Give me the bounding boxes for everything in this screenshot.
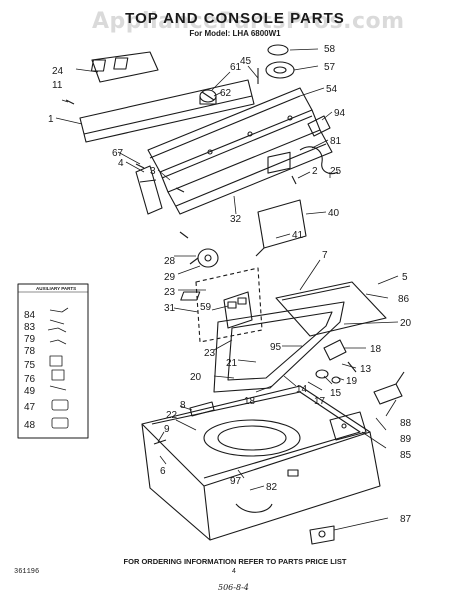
callout-8: 8 xyxy=(180,400,186,411)
aux-label-83: 83 xyxy=(24,322,36,333)
callout-13: 13 xyxy=(360,364,372,375)
callout-24: 24 xyxy=(52,66,64,77)
console-base xyxy=(167,129,333,215)
foot-pad xyxy=(309,525,335,545)
aux-label-75: 75 xyxy=(24,360,36,371)
callout-20b: 20 xyxy=(190,372,202,383)
callout-32: 32 xyxy=(230,214,242,225)
page-number: 4 xyxy=(232,568,236,575)
auxiliary-parts-box xyxy=(17,283,89,439)
callout-67: 67 xyxy=(112,148,124,159)
callout-9: 9 xyxy=(164,424,170,435)
console-access-panel xyxy=(90,51,159,83)
callout-3: 3 xyxy=(150,166,156,177)
ordering-footer: FOR ORDERING INFORMATION REFER TO PARTS … xyxy=(123,557,347,566)
washer-top-panel xyxy=(141,385,381,541)
callout-59: 59 xyxy=(200,302,212,313)
switch-block xyxy=(223,291,253,329)
watermark: AppliancePartsPros.com xyxy=(92,9,405,34)
console-top xyxy=(147,87,321,193)
leader-lines xyxy=(55,48,399,531)
callout-86: 86 xyxy=(398,294,410,305)
callout-58: 58 xyxy=(324,44,336,55)
console-endcap xyxy=(135,165,163,215)
aux-label-49: 49 xyxy=(24,386,36,397)
console-rear-panel xyxy=(79,79,255,143)
callout-88: 88 xyxy=(400,418,412,429)
callout-15: 15 xyxy=(330,388,342,399)
handwritten-note: 506-8-4 xyxy=(218,583,249,592)
callout-21: 21 xyxy=(226,358,238,369)
model-subtitle: For Model: LHA 6800W1 xyxy=(189,29,281,38)
callout-2: 2 xyxy=(312,166,318,177)
callout-81: 81 xyxy=(330,136,342,147)
callout-18b: 18 xyxy=(244,396,256,407)
callout-14: 14 xyxy=(296,384,308,395)
callout-94: 94 xyxy=(334,108,346,119)
callout-89: 89 xyxy=(400,434,412,445)
callout-40: 40 xyxy=(328,208,340,219)
timer-motor xyxy=(189,248,219,268)
front-bracket xyxy=(153,401,215,445)
callout-97: 97 xyxy=(230,476,242,487)
callout-23b: 23 xyxy=(204,348,216,359)
callout-11: 11 xyxy=(52,80,63,91)
console-screws xyxy=(65,99,297,239)
aux-label-47: 47 xyxy=(24,402,36,413)
aux-heading: AUXILIARY PARTS xyxy=(36,286,76,291)
callout-7: 7 xyxy=(322,250,328,261)
callout-45: 45 xyxy=(240,56,252,67)
callout-87: 87 xyxy=(400,514,412,525)
lid-switch xyxy=(329,371,405,441)
callout-6: 6 xyxy=(160,466,166,477)
control-bracket xyxy=(255,151,307,257)
callout-25: 25 xyxy=(330,166,342,177)
document-number: 361196 xyxy=(14,568,40,576)
callout-5: 5 xyxy=(402,272,408,283)
washer-lid xyxy=(180,281,387,337)
callout-82: 82 xyxy=(266,482,278,493)
callout-20: 20 xyxy=(400,318,412,329)
callout-85: 85 xyxy=(400,450,412,461)
callout-62: 62 xyxy=(220,88,232,99)
aux-label-48: 48 xyxy=(24,420,36,431)
callout-54: 54 xyxy=(326,84,338,95)
callout-17: 17 xyxy=(314,396,326,407)
callout-95: 95 xyxy=(270,342,282,353)
switch-94 xyxy=(307,115,331,137)
callout-18: 18 xyxy=(370,344,382,355)
callout-23: 23 xyxy=(164,287,176,298)
aux-label-79: 79 xyxy=(24,334,36,345)
callout-labels: 24 11 1 61 45 62 58 57 54 94 81 67 4 3 2… xyxy=(48,44,412,525)
aux-label-76: 76 xyxy=(24,374,36,385)
wire-harness xyxy=(299,146,339,175)
lid-frame xyxy=(213,301,345,393)
aux-label-84: 84 xyxy=(24,310,36,321)
page-title: TOP AND CONSOLE PARTS xyxy=(125,10,345,27)
callout-19: 19 xyxy=(346,376,358,387)
auxiliary-labels: AUXILIARY PARTS 84 83 79 78 75 76 49 47 … xyxy=(24,286,76,431)
callout-57: 57 xyxy=(324,62,336,73)
callout-28: 28 xyxy=(164,256,176,267)
selector-knob xyxy=(257,44,295,84)
aux-label-78: 78 xyxy=(24,346,36,357)
callout-61: 61 xyxy=(230,62,242,73)
callout-22: 22 xyxy=(166,410,178,421)
timer-knob xyxy=(199,89,217,105)
callout-31: 31 xyxy=(164,303,176,314)
callout-1: 1 xyxy=(48,114,54,125)
callout-41: 41 xyxy=(292,230,304,241)
lid-hinges xyxy=(315,339,357,384)
assembly-outline xyxy=(195,267,263,343)
callout-4: 4 xyxy=(118,158,124,169)
callout-29: 29 xyxy=(164,272,176,283)
